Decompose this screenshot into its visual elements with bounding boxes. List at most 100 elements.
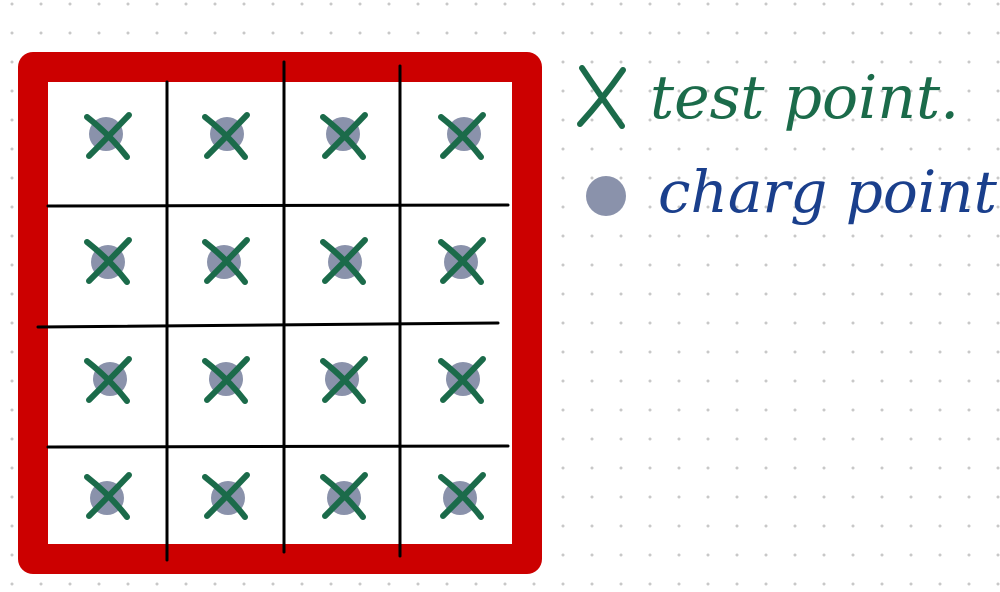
background-dot bbox=[590, 147, 594, 151]
background-dot bbox=[938, 524, 942, 528]
background-dot bbox=[590, 2, 594, 6]
background-dot bbox=[822, 408, 826, 412]
background-dot bbox=[445, 582, 449, 586]
background-dot bbox=[561, 408, 565, 412]
grid-cell-r4-c2 bbox=[202, 472, 250, 520]
background-dot bbox=[764, 89, 768, 93]
grid-line-horizontal-3 bbox=[46, 444, 510, 449]
background-dot bbox=[97, 582, 101, 586]
background-dot bbox=[880, 176, 884, 180]
background-dot bbox=[851, 321, 855, 325]
background-dot bbox=[735, 553, 739, 557]
background-dot bbox=[793, 31, 797, 35]
background-dot bbox=[184, 2, 188, 6]
grid-cell-r2-c3 bbox=[320, 237, 368, 285]
background-dot bbox=[474, 582, 478, 586]
background-dot bbox=[706, 60, 710, 64]
background-dot bbox=[996, 524, 1000, 528]
background-dot bbox=[677, 379, 681, 383]
background-dot bbox=[822, 582, 826, 586]
background-dot bbox=[416, 582, 420, 586]
background-dot bbox=[735, 582, 739, 586]
background-dot bbox=[619, 234, 623, 238]
background-dot bbox=[677, 466, 681, 470]
background-dot bbox=[10, 2, 14, 6]
background-dot bbox=[706, 263, 710, 267]
background-dot bbox=[880, 466, 884, 470]
background-dot bbox=[561, 60, 565, 64]
background-dot bbox=[793, 176, 797, 180]
background-dot bbox=[677, 31, 681, 35]
background-dot bbox=[329, 31, 333, 35]
background-dot bbox=[10, 292, 14, 296]
background-dot bbox=[793, 292, 797, 296]
background-dot bbox=[996, 292, 1000, 296]
background-dot bbox=[880, 553, 884, 557]
legend-charge-point-icon bbox=[586, 176, 626, 216]
background-dot bbox=[387, 582, 391, 586]
background-dot bbox=[938, 118, 942, 122]
background-dot bbox=[706, 118, 710, 122]
background-dot bbox=[880, 321, 884, 325]
background-dot bbox=[561, 147, 565, 151]
background-dot bbox=[793, 147, 797, 151]
background-dot bbox=[561, 466, 565, 470]
background-dot bbox=[996, 118, 1000, 122]
background-dot bbox=[677, 2, 681, 6]
background-dot bbox=[764, 437, 768, 441]
background-dot bbox=[996, 466, 1000, 470]
background-dot bbox=[764, 2, 768, 6]
background-dot bbox=[590, 553, 594, 557]
grid-cell-r3-c3 bbox=[320, 356, 368, 404]
background-dot bbox=[851, 60, 855, 64]
background-dot bbox=[880, 524, 884, 528]
background-dot bbox=[242, 2, 246, 6]
background-dot bbox=[590, 437, 594, 441]
grid-cell-r1-c2 bbox=[202, 112, 250, 160]
background-dot bbox=[706, 292, 710, 296]
background-dot bbox=[677, 553, 681, 557]
background-dot bbox=[938, 292, 942, 296]
background-dot bbox=[358, 31, 362, 35]
background-dot bbox=[764, 147, 768, 151]
background-dot bbox=[735, 234, 739, 238]
background-dot bbox=[648, 379, 652, 383]
background-dot bbox=[793, 495, 797, 499]
background-dot bbox=[10, 321, 14, 325]
background-dot bbox=[735, 524, 739, 528]
background-dot bbox=[10, 89, 14, 93]
background-dot bbox=[764, 118, 768, 122]
background-dot bbox=[677, 495, 681, 499]
background-dot bbox=[851, 524, 855, 528]
background-dot bbox=[590, 60, 594, 64]
background-dot bbox=[10, 60, 14, 64]
background-dot bbox=[909, 350, 913, 354]
background-dot bbox=[416, 31, 420, 35]
background-dot bbox=[996, 89, 1000, 93]
background-dot bbox=[648, 524, 652, 528]
background-dot bbox=[793, 118, 797, 122]
background-dot bbox=[764, 582, 768, 586]
background-dot bbox=[996, 263, 1000, 267]
background-dot bbox=[648, 2, 652, 6]
background-dot bbox=[938, 582, 942, 586]
background-dot bbox=[735, 292, 739, 296]
background-dot bbox=[851, 553, 855, 557]
background-dot bbox=[880, 31, 884, 35]
background-dot bbox=[967, 350, 971, 354]
background-dot bbox=[735, 31, 739, 35]
background-dot bbox=[590, 321, 594, 325]
background-dot bbox=[677, 524, 681, 528]
background-dot bbox=[909, 292, 913, 296]
background-dot bbox=[735, 379, 739, 383]
background-dot bbox=[155, 31, 159, 35]
background-dot bbox=[967, 2, 971, 6]
background-dot bbox=[880, 118, 884, 122]
background-dot bbox=[822, 205, 826, 209]
background-dot bbox=[242, 582, 246, 586]
background-dot bbox=[532, 31, 536, 35]
grid-cell-r1-c3 bbox=[320, 112, 368, 160]
background-dot bbox=[590, 466, 594, 470]
background-dot bbox=[967, 524, 971, 528]
background-dot bbox=[648, 495, 652, 499]
